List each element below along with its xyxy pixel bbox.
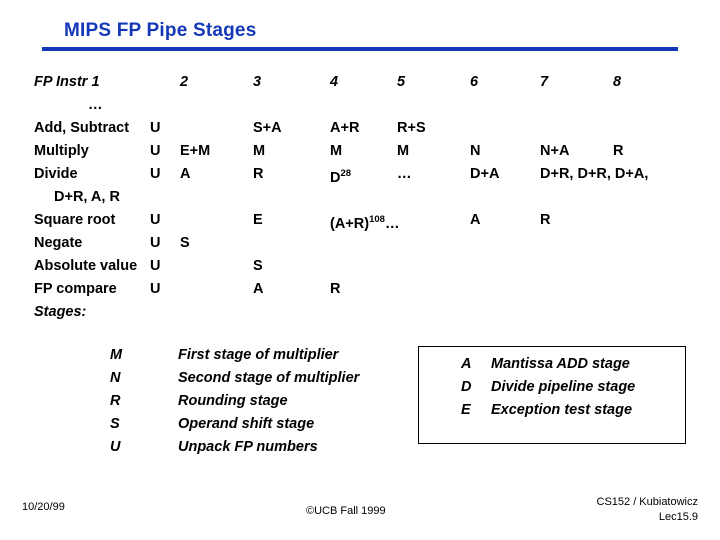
table-row: FP compare U A R [0, 279, 720, 302]
square-root-col-4-base: (A+R) [330, 215, 370, 232]
stage-desc-a: Mantissa ADD stage [491, 356, 630, 372]
header-col-7: 7 [540, 74, 549, 90]
list-item: S Operand shift stage [0, 414, 720, 437]
row-label-absolute-value: Absolute value [34, 258, 138, 274]
header-col-4: 4 [330, 74, 339, 90]
add-subtract-col-5: R+S [397, 120, 426, 136]
negate-col-2: S [180, 235, 190, 251]
stage-key-e: E [461, 402, 471, 418]
table-row: Square root U E (A+R)108… A R [0, 210, 720, 233]
title-underline-rule [42, 47, 678, 51]
table-row: Absolute value U S [0, 256, 720, 279]
stage-key-a: A [461, 356, 472, 372]
add-subtract-col-4: A+R [330, 120, 360, 136]
multiply-col-6: N [470, 143, 481, 159]
multiply-col-7: N+A [540, 143, 570, 159]
boxed-legend: A Mantissa ADD stage D Divide pipeline s… [418, 346, 686, 444]
stages-heading-row: Stages: [0, 302, 720, 325]
footer-course: CS152 / Kubiatowicz [596, 496, 699, 508]
footer-copyright: ©UCB Fall 1999 [306, 505, 386, 517]
divide-col-2: A [180, 166, 191, 182]
fp-compare-col-3: A [253, 281, 264, 297]
footer-date: 10/20/99 [22, 501, 65, 513]
stage-desc-m: First stage of multiplier [178, 347, 339, 363]
stages-heading: Stages: [34, 304, 87, 320]
table-header-row: FP Instr 1 2 3 4 5 6 7 8 [0, 72, 720, 95]
row-label-add-subtract: Add, Subtract [34, 120, 130, 136]
page-title: MIPS FP Pipe Stages [64, 20, 257, 41]
divide-continuation: D+R, A, R [54, 189, 120, 205]
header-label-fp-instr: FP Instr 1 [34, 74, 100, 90]
row-label-square-root: Square root [34, 212, 116, 228]
header-col-8: 8 [613, 74, 622, 90]
divide-col-3: R [253, 166, 264, 182]
multiply-col-1: U [150, 143, 161, 159]
multiply-col-3: M [253, 143, 266, 159]
divide-col-4-superscript: 28 [340, 168, 352, 179]
divide-col-6: D+A [470, 166, 500, 182]
add-subtract-col-1: U [150, 120, 161, 136]
fp-compare-col-4: R [330, 281, 341, 297]
divide-col-4-base: D [330, 169, 341, 186]
stage-key-u: U [110, 439, 121, 455]
boxed-legend-inner: A Mantissa ADD stage D Divide pipeline s… [419, 347, 685, 423]
stage-desc-s: Operand shift stage [178, 416, 315, 432]
multiply-col-4: M [330, 143, 343, 159]
table-row: Add, Subtract U S+A A+R R+S [0, 118, 720, 141]
header-ellipsis: … [88, 97, 103, 113]
list-item: R Rounding stage [0, 391, 720, 414]
row-label-divide: Divide [34, 166, 78, 182]
stage-key-m: M [110, 347, 123, 363]
row-label-negate: Negate [34, 235, 83, 251]
table-row: Negate U S [0, 233, 720, 256]
square-root-col-6: A [470, 212, 481, 228]
fp-instruction-table: FP Instr 1 2 3 4 5 6 7 8 … Add, Subtract… [0, 72, 720, 325]
stage-desc-e: Exception test stage [491, 402, 633, 418]
stage-key-s: S [110, 416, 120, 432]
header-col-3: 3 [253, 74, 262, 90]
stage-desc-r: Rounding stage [178, 393, 288, 409]
row-label-multiply: Multiply [34, 143, 89, 159]
square-root-col-4-superscript: 108 [369, 214, 385, 225]
list-item: M First stage of multiplier [0, 345, 720, 368]
list-item: N Second stage of multiplier [0, 368, 720, 391]
square-root-col-4-tail: … [384, 215, 400, 232]
list-item: D Divide pipeline stage [419, 377, 685, 400]
stages-legend: M First stage of multiplier N Second sta… [0, 345, 720, 460]
list-item: E Exception test stage [419, 400, 685, 423]
square-root-col-1: U [150, 212, 161, 228]
divide-continuation-row: D+R, A, R [0, 187, 720, 210]
square-root-col-7: R [540, 212, 551, 228]
stage-desc-n: Second stage of multiplier [178, 370, 360, 386]
row-label-fp-compare: FP compare [34, 281, 117, 297]
square-root-col-4: (A+R)108… [330, 210, 399, 234]
absolute-value-col-1: U [150, 258, 161, 274]
stage-key-r: R [110, 393, 121, 409]
stage-key-n: N [110, 370, 121, 386]
multiply-col-5: M [397, 143, 410, 159]
divide-col-7: D+R, D+R, D+A, [540, 166, 649, 182]
header-col-2: 2 [180, 74, 189, 90]
multiply-col-2: E+M [180, 143, 211, 159]
table-header-ellipsis-row: … [0, 95, 720, 118]
stage-desc-u: Unpack FP numbers [178, 439, 318, 455]
square-root-col-3: E [253, 212, 263, 228]
footer-lecture-number: Lec15.9 [658, 511, 698, 523]
add-subtract-col-3: S+A [253, 120, 282, 136]
table-row: Divide U A R D28 … D+A D+R, D+R, D+A, [0, 164, 720, 187]
fp-compare-col-1: U [150, 281, 161, 297]
negate-col-1: U [150, 235, 161, 251]
divide-col-1: U [150, 166, 161, 182]
list-item: U Unpack FP numbers [0, 437, 720, 460]
header-col-6: 6 [470, 74, 479, 90]
table-row: Multiply U E+M M M M N N+A R [0, 141, 720, 164]
header-col-5: 5 [397, 74, 406, 90]
list-item: A Mantissa ADD stage [419, 354, 685, 377]
stage-desc-d: Divide pipeline stage [491, 379, 636, 395]
stage-key-d: D [461, 379, 472, 395]
divide-col-4: D28 [330, 164, 351, 188]
divide-col-5: … [397, 166, 412, 182]
multiply-col-8: R [613, 143, 624, 159]
absolute-value-col-3: S [253, 258, 263, 274]
